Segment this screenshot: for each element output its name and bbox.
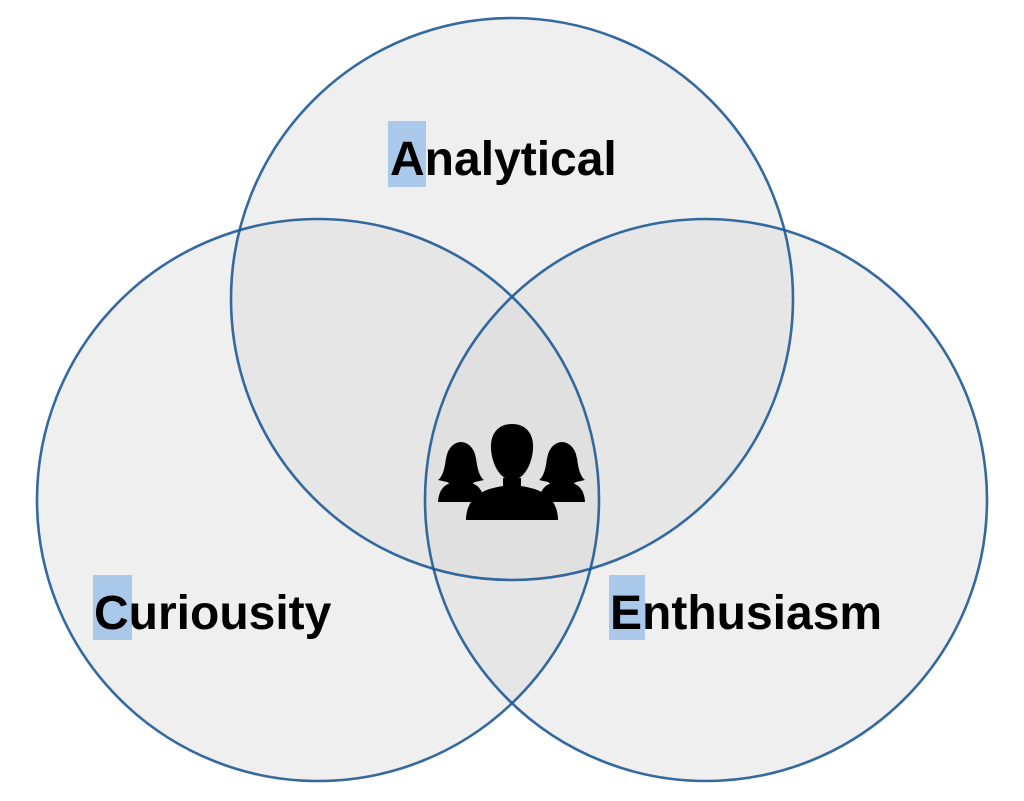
label-enthusiasm-rest: nthusiasm (642, 587, 882, 640)
circle-enthusiasm-fill (425, 219, 987, 781)
people-group-icon (438, 424, 585, 520)
circle-curiousity-fill (37, 219, 599, 781)
circle-analytical-fill (231, 18, 793, 580)
label-analytical-rest: nalytical (425, 133, 617, 186)
person-center-icon (466, 424, 558, 520)
label-analytical: Analytical (390, 133, 617, 186)
label-enthusiasm-initial: E (610, 587, 642, 640)
enthusiasm-initial-highlight (609, 575, 645, 640)
label-curiousity-rest: uriousity (129, 587, 332, 640)
person-left-icon (438, 442, 484, 502)
circle-enthusiasm-outline (423, 217, 989, 783)
circle-analytical-outline (229, 16, 795, 582)
analytical-initial-highlight (388, 121, 426, 187)
label-curiousity-initial: C (94, 587, 129, 640)
label-enthusiasm: Enthusiasm (610, 587, 882, 640)
circle-fills (37, 18, 987, 781)
label-curiousity: Curiousity (94, 587, 332, 640)
circle-outlines (35, 16, 989, 783)
circle-curiousity-outline (35, 217, 601, 783)
label-analytical-initial: A (390, 133, 425, 186)
person-right-icon (539, 442, 585, 502)
curiousity-initial-highlight (93, 575, 132, 640)
